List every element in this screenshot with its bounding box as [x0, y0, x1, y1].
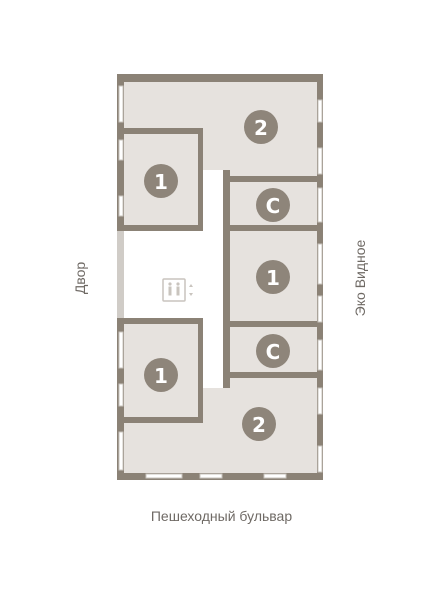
elevator-icon [162, 278, 193, 302]
window [145, 473, 183, 479]
window [118, 139, 124, 161]
side-label-left: Двор [72, 261, 88, 295]
unit-badge-studio-top[interactable]: C [256, 188, 290, 222]
unit-badge-2-top[interactable]: 2 [244, 110, 278, 144]
window [317, 387, 323, 415]
window [317, 243, 323, 285]
window [317, 187, 323, 223]
window [317, 295, 323, 323]
unit-badge-label: 1 [266, 266, 280, 290]
street-label-bottom: Пешеходный бульвар [150, 508, 293, 524]
window [118, 195, 124, 217]
window [118, 331, 124, 369]
unit-badge-studio-bottom[interactable]: C [256, 334, 290, 368]
unit-badge-1-middle[interactable]: 1 [256, 260, 290, 294]
window [317, 147, 323, 175]
unit-badge-label: C [266, 340, 281, 364]
windows [118, 85, 323, 479]
unit-badge-2-bottom[interactable]: 2 [242, 407, 276, 441]
window [118, 431, 124, 471]
unit-2-top[interactable] [124, 82, 317, 176]
window [118, 85, 124, 123]
unit-badge-1-bottom-left[interactable]: 1 [144, 358, 178, 392]
unit-badge-1-top-left[interactable]: 1 [144, 164, 178, 198]
unit-badge-label: 1 [154, 170, 168, 194]
unit-2-bottom[interactable] [124, 378, 317, 473]
window [263, 473, 287, 479]
left-wall-glass [117, 231, 124, 318]
unit-badge-label: 2 [252, 413, 266, 437]
window [317, 99, 323, 123]
unit-badge-label: 2 [254, 116, 268, 140]
unit-badge-label: 1 [154, 364, 168, 388]
window [317, 339, 323, 371]
window [199, 473, 223, 479]
side-label-right: Эко Видное [352, 239, 368, 317]
window [118, 383, 124, 407]
window [317, 445, 323, 473]
unit-badge-label: C [266, 194, 281, 218]
